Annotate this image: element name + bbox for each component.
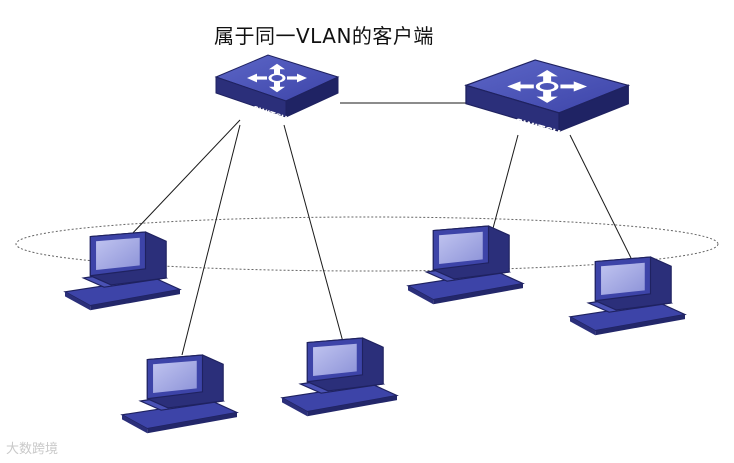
diagram-title: 属于同一VLAN的客户端	[214, 24, 434, 48]
link-switch-left-pc-3	[283, 124, 344, 343]
link-switch-left-pc-1	[129, 119, 241, 237]
link-switch-right-pc-5	[569, 134, 633, 261]
desktop-computer-icon	[407, 225, 524, 305]
desktop-computer-icon	[569, 256, 686, 336]
link-switch-right-pc-4	[491, 134, 519, 233]
desktop-computer-icon	[64, 231, 181, 311]
vlan-boundary-ellipse	[15, 216, 719, 272]
network-switch-icon: SWITCH	[464, 58, 631, 140]
link-switch-left-pc-2	[181, 124, 241, 356]
network-switch-icon: SWITCH	[214, 53, 340, 124]
desktop-computer-icon	[121, 354, 238, 434]
connection-lines	[129, 102, 633, 356]
desktop-computer-icon	[281, 337, 398, 417]
watermark: 大数跨境	[6, 442, 59, 457]
